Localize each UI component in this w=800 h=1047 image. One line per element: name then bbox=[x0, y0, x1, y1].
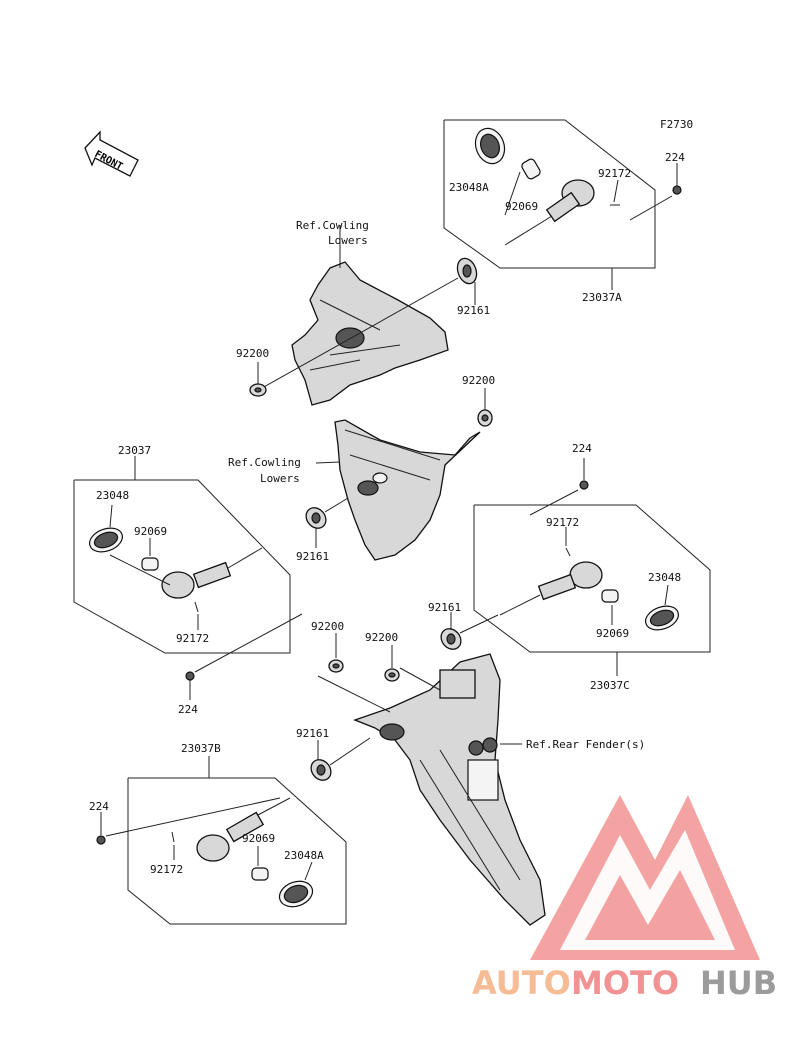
label-92069-right: 92069 bbox=[596, 627, 629, 640]
ref-cowling-label-2a: Ref.Cowling bbox=[228, 456, 301, 469]
turn-signal-body-right bbox=[499, 561, 603, 616]
label-92069-mid: 92069 bbox=[134, 525, 167, 538]
turn-signal-lens-23048-right bbox=[644, 605, 680, 631]
label-92172-right: 92172 bbox=[546, 516, 579, 529]
turn-signal-lens-23048A-top bbox=[474, 127, 506, 165]
rear-fender-drawing bbox=[353, 653, 546, 926]
grommet-92161-a bbox=[456, 257, 478, 285]
bulb-92069-mid bbox=[141, 557, 159, 571]
label-224-right: 224 bbox=[572, 442, 592, 455]
screw-92172-mid bbox=[194, 601, 199, 613]
ref-cowling-label-1a: Ref.Cowling bbox=[296, 219, 369, 232]
label-92172-mid: 92172 bbox=[176, 632, 209, 645]
turn-signal-lens-23048-mid bbox=[88, 527, 124, 553]
grommet-92200-right bbox=[477, 409, 493, 427]
screw-224-bottom bbox=[96, 835, 106, 845]
figure-code: F2730 bbox=[660, 118, 693, 131]
label-92161-a: 92161 bbox=[457, 304, 490, 317]
label-92200-rear-a: 92200 bbox=[311, 620, 344, 633]
grommet-92161-d bbox=[310, 759, 332, 781]
turn-signal-body-bottom bbox=[196, 797, 291, 862]
label-92172-top: 92172 bbox=[598, 167, 631, 180]
label-92200-rear-b: 92200 bbox=[365, 631, 398, 644]
screw-224-right bbox=[579, 480, 589, 490]
grommet-92200-left bbox=[249, 383, 267, 397]
screw-92172-bottom bbox=[171, 831, 175, 843]
ref-rear-fender-label: Ref.Rear Fender(s) bbox=[526, 738, 645, 751]
label-23048A-bottom: 23048A bbox=[284, 849, 324, 862]
assembly-23037B-box bbox=[127, 777, 347, 925]
ref-cowling-label-2b: Lowers bbox=[260, 472, 300, 485]
label-92069-top: 92069 bbox=[505, 200, 538, 213]
grommet-92161-c bbox=[440, 628, 462, 650]
grommet-92200-rear-a bbox=[328, 659, 344, 673]
label-92161-b: 92161 bbox=[296, 550, 329, 563]
bulb-92069-top bbox=[521, 158, 541, 180]
cowling-lower-middle-drawing bbox=[334, 419, 481, 561]
turn-signal-lens-23048A-bottom bbox=[278, 880, 314, 908]
label-23048A-top: 23048A bbox=[449, 181, 489, 194]
logo-text-auto: AUTO bbox=[472, 964, 571, 1002]
screw-224-mid bbox=[185, 671, 195, 681]
front-arrow-icon: FRONT bbox=[84, 130, 139, 177]
turn-signal-body-top bbox=[504, 179, 595, 246]
assembly-23037C-box bbox=[473, 504, 711, 653]
grommet-92200-rear-b bbox=[384, 668, 400, 682]
logo-text-hub: HUB bbox=[700, 964, 777, 1002]
ref-cowling-label-1b: Lowers bbox=[328, 234, 368, 247]
label-92069-bottom: 92069 bbox=[242, 832, 275, 845]
screw-92172-right bbox=[565, 547, 571, 557]
label-23037B: 23037B bbox=[181, 742, 221, 755]
logo-text-moto: MOTO bbox=[571, 964, 679, 1002]
label-92161-d: 92161 bbox=[296, 727, 329, 740]
label-23037C: 23037C bbox=[590, 679, 630, 692]
turn-signal-body-mid bbox=[161, 547, 263, 599]
label-23037: 23037 bbox=[118, 444, 151, 457]
label-23037A: 23037A bbox=[582, 291, 622, 304]
label-224-bottom: 224 bbox=[89, 800, 109, 813]
assembly-23037-box bbox=[73, 479, 291, 654]
label-224-top: 224 bbox=[665, 151, 685, 164]
label-23048-mid: 23048 bbox=[96, 489, 129, 502]
grommet-92161-b bbox=[305, 507, 327, 529]
cowling-lower-upper-drawing bbox=[291, 261, 449, 406]
label-92172-bottom: 92172 bbox=[150, 863, 183, 876]
label-23048-right: 23048 bbox=[648, 571, 681, 584]
assembly-23037A-box bbox=[443, 119, 656, 269]
label-92200-left: 92200 bbox=[236, 347, 269, 360]
bulb-92069-right bbox=[601, 589, 619, 603]
label-224-mid: 224 bbox=[178, 703, 198, 716]
label-92161-c: 92161 bbox=[428, 601, 461, 614]
bulb-92069-bottom bbox=[251, 867, 269, 881]
label-92200-right: 92200 bbox=[462, 374, 495, 387]
screw-224-top bbox=[672, 185, 682, 195]
automotohub-logo: AUTO MOTO HUB bbox=[472, 795, 777, 1002]
